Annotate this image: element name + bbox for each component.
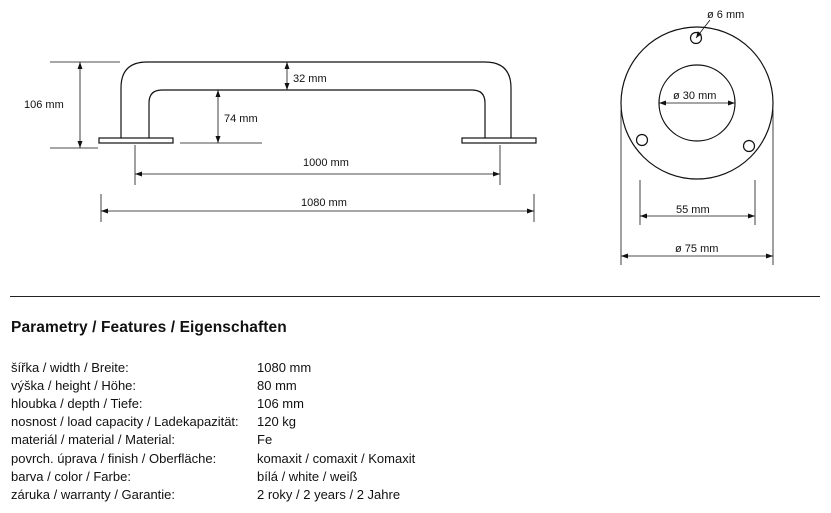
param-row: materiál / material / Material: Fe bbox=[11, 431, 811, 449]
param-value: bílá / white / weiß bbox=[257, 468, 358, 484]
plate-dimension-lines bbox=[620, 19, 774, 265]
param-row: barva / color / Farbe: bílá / white / we… bbox=[11, 467, 811, 485]
param-label: nosnost / load capacity / Ladekapazität: bbox=[11, 414, 239, 430]
param-value: 120 kg bbox=[257, 414, 297, 430]
param-value: 106 mm bbox=[257, 395, 304, 411]
side-dimension-arrows bbox=[77, 62, 534, 214]
mount-hole-top bbox=[689, 31, 703, 45]
mount-hole-right bbox=[742, 139, 756, 153]
param-value: Fe bbox=[257, 432, 273, 448]
param-value: 1080 mm bbox=[257, 359, 312, 375]
param-row: povrch. úprava / finish / Oberfläche: ko… bbox=[11, 449, 811, 467]
param-value: 2 roky / 2 years / 2 Jahre bbox=[257, 486, 401, 502]
param-value: 80 mm bbox=[257, 377, 297, 393]
param-label: materiál / material / Material: bbox=[11, 432, 175, 448]
param-label: výška / height / Höhe: bbox=[11, 377, 137, 393]
param-label: povrch. úprava / finish / Oberfläche: bbox=[11, 450, 217, 466]
param-row: záruka / warranty / Garantie: 2 roky / 2… bbox=[11, 485, 811, 503]
param-label: záruka / warranty / Garantie: bbox=[11, 486, 176, 502]
param-label: šířka / width / Breite: bbox=[11, 359, 129, 375]
dim-top-thickness-label: 32 mm bbox=[293, 73, 327, 85]
right-mount-plate bbox=[461, 137, 537, 144]
bar-outer-outline bbox=[120, 61, 512, 138]
mount-hole-left bbox=[635, 133, 649, 147]
plate-outer-circle bbox=[620, 26, 774, 180]
grab-bar-side-view bbox=[98, 61, 537, 144]
section-divider bbox=[10, 296, 820, 297]
dim-total-length-label: 1080 mm bbox=[301, 197, 347, 209]
dim-plate-dia-label: ø 75 mm bbox=[675, 243, 718, 255]
dim-hole-dia-label: ø 6 mm bbox=[707, 9, 744, 21]
bar-inner-outline bbox=[148, 89, 486, 138]
params-table: šířka / width / Breite: 1080 mm výška / … bbox=[11, 358, 811, 504]
plate-dimension-arrows bbox=[621, 31, 773, 259]
param-row: šířka / width / Breite: 1080 mm bbox=[11, 358, 811, 376]
dim-center-dia-label: ø 30 mm bbox=[673, 90, 716, 102]
param-label: hloubka / depth / Tiefe: bbox=[11, 395, 143, 411]
param-row: hloubka / depth / Tiefe: 106 mm bbox=[11, 394, 811, 412]
left-mount-plate bbox=[98, 137, 174, 144]
param-row: výška / height / Höhe: 80 mm bbox=[11, 376, 811, 394]
dim-height-total-label: 106 mm bbox=[24, 99, 64, 111]
dim-hole-spacing-label: 55 mm bbox=[676, 204, 710, 216]
param-value: komaxit / comaxit / Komaxit bbox=[257, 450, 416, 466]
dim-inner-height-label: 74 mm bbox=[224, 113, 258, 125]
dim-inner-span-label: 1000 mm bbox=[303, 157, 349, 169]
side-dimension-lines bbox=[50, 61, 535, 222]
param-label: barva / color / Farbe: bbox=[11, 468, 131, 484]
param-row: nosnost / load capacity / Ladekapazität:… bbox=[11, 413, 811, 431]
section-title: Parametry / Features / Eigenschaften bbox=[11, 319, 287, 336]
technical-drawing: 106 mm 32 mm 74 mm 1000 mm 1080 mm ø 6 m… bbox=[24, 9, 774, 265]
